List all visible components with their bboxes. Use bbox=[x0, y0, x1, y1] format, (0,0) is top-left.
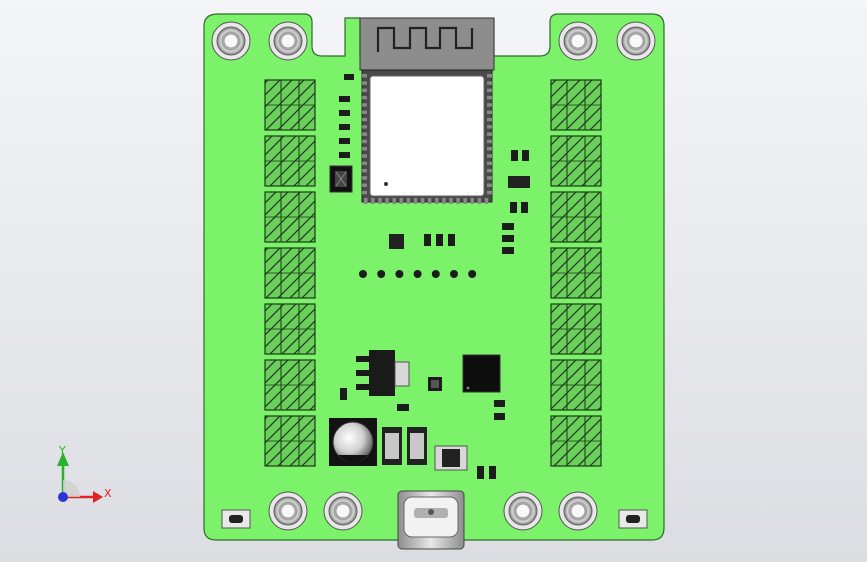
antenna-trace bbox=[376, 26, 474, 52]
user-button[interactable] bbox=[618, 509, 648, 529]
header-pin bbox=[431, 270, 440, 278]
axis-triad: Y X bbox=[57, 444, 112, 503]
smd-parts-right bbox=[502, 150, 530, 254]
terminal-block bbox=[550, 135, 602, 187]
terminal-block bbox=[264, 79, 316, 131]
mounting-hole bbox=[503, 491, 543, 531]
header-pin bbox=[359, 270, 367, 278]
diode-1 bbox=[382, 427, 402, 465]
smd-parts-lower bbox=[494, 400, 505, 420]
electrolytic-capacitor bbox=[329, 418, 377, 466]
header-pin bbox=[395, 270, 404, 278]
wifi-module[interactable] bbox=[359, 17, 495, 203]
terminal-block bbox=[264, 247, 316, 299]
voltage-regulator bbox=[340, 350, 410, 411]
diode-2 bbox=[407, 427, 427, 465]
header-pin bbox=[377, 270, 386, 278]
module-pins bbox=[362, 74, 492, 204]
terminal-block bbox=[550, 247, 602, 299]
mounting-holes bbox=[211, 21, 656, 531]
main-ic bbox=[462, 354, 501, 393]
terminal-block bbox=[264, 191, 316, 243]
terminal-block bbox=[550, 303, 602, 355]
smd-resistors-left bbox=[339, 74, 354, 158]
smd-pair bbox=[477, 466, 496, 479]
y-axis-label: Y bbox=[58, 444, 66, 457]
left-terminal-blocks bbox=[264, 79, 316, 467]
terminal-block bbox=[264, 415, 316, 467]
terminal-block bbox=[550, 359, 602, 411]
terminal-block bbox=[550, 79, 602, 131]
mounting-hole bbox=[558, 21, 598, 61]
origin-marker bbox=[58, 492, 68, 502]
mounting-hole bbox=[268, 21, 308, 61]
terminal-block bbox=[550, 415, 602, 467]
x-axis-label: X bbox=[104, 487, 112, 500]
right-terminal-blocks bbox=[550, 79, 602, 467]
boot-button[interactable] bbox=[329, 165, 353, 193]
terminal-block bbox=[264, 303, 316, 355]
usb-c-connector[interactable] bbox=[397, 490, 465, 550]
terminal-block bbox=[264, 359, 316, 411]
mounting-hole bbox=[268, 491, 308, 531]
header-pin bbox=[450, 270, 458, 278]
header-pins bbox=[359, 270, 477, 278]
fuse bbox=[434, 445, 468, 471]
smd-parts-middle bbox=[389, 234, 455, 249]
header-pin bbox=[468, 270, 477, 278]
reset-button[interactable] bbox=[221, 509, 251, 529]
terminal-block bbox=[550, 191, 602, 243]
mounting-hole bbox=[558, 491, 598, 531]
mounting-hole bbox=[616, 21, 656, 61]
terminal-block bbox=[264, 135, 316, 187]
mounting-hole bbox=[211, 21, 251, 61]
mounting-hole bbox=[323, 491, 363, 531]
header-pin bbox=[413, 270, 422, 278]
small-ic bbox=[428, 377, 442, 391]
